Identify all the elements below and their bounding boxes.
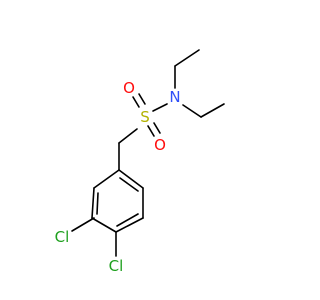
- s-o-top-bond-a: [132, 96, 140, 108]
- ring-double-bond-inner-2: [119, 177, 139, 192]
- n-ethyl-upper-bond-2: [174, 49, 200, 67]
- atom-sulfur: S: [140, 108, 150, 126]
- ethyl-group-lower: [182, 103, 225, 118]
- atom-chlorine-lower: Cl: [109, 257, 124, 275]
- ring-double-bond-inner-3: [116, 213, 139, 227]
- benzene-ring: [91, 169, 144, 233]
- ring-bond-3: [91, 217, 117, 233]
- molecule-drawing: O S O N Cl Cl: [55, 49, 225, 275]
- atom-chlorine-upper: Cl: [55, 228, 70, 246]
- ring-bond-1: [93, 169, 120, 189]
- s-o-bottom-bond-a: [147, 125, 155, 137]
- s-n-bond: [152, 103, 168, 112]
- atom-nitrogen: N: [169, 88, 180, 106]
- ring-bond-4: [115, 217, 144, 233]
- atom-oxygen-bottom: O: [154, 136, 166, 154]
- sulfonyl-bonds: [132, 93, 161, 137]
- ring-bond-6: [118, 169, 144, 189]
- n-ethyl-lower-bond-1: [182, 104, 202, 118]
- s-o-bottom-bond-b: [153, 122, 161, 134]
- methylene-to-sulfur-bond: [118, 128, 138, 144]
- ethyl-group-upper: [174, 49, 200, 89]
- structure-diagram: O S O N Cl Cl: [55, 49, 225, 275]
- s-o-top-bond-b: [138, 93, 146, 105]
- ring-to-cl-upper-bond: [71, 217, 95, 232]
- ring-bond-2: [91, 187, 95, 219]
- n-ethyl-lower-bond-2: [200, 103, 225, 118]
- ring-double-bond-inner-1: [96, 192, 99, 215]
- atom-oxygen-top: O: [123, 79, 135, 97]
